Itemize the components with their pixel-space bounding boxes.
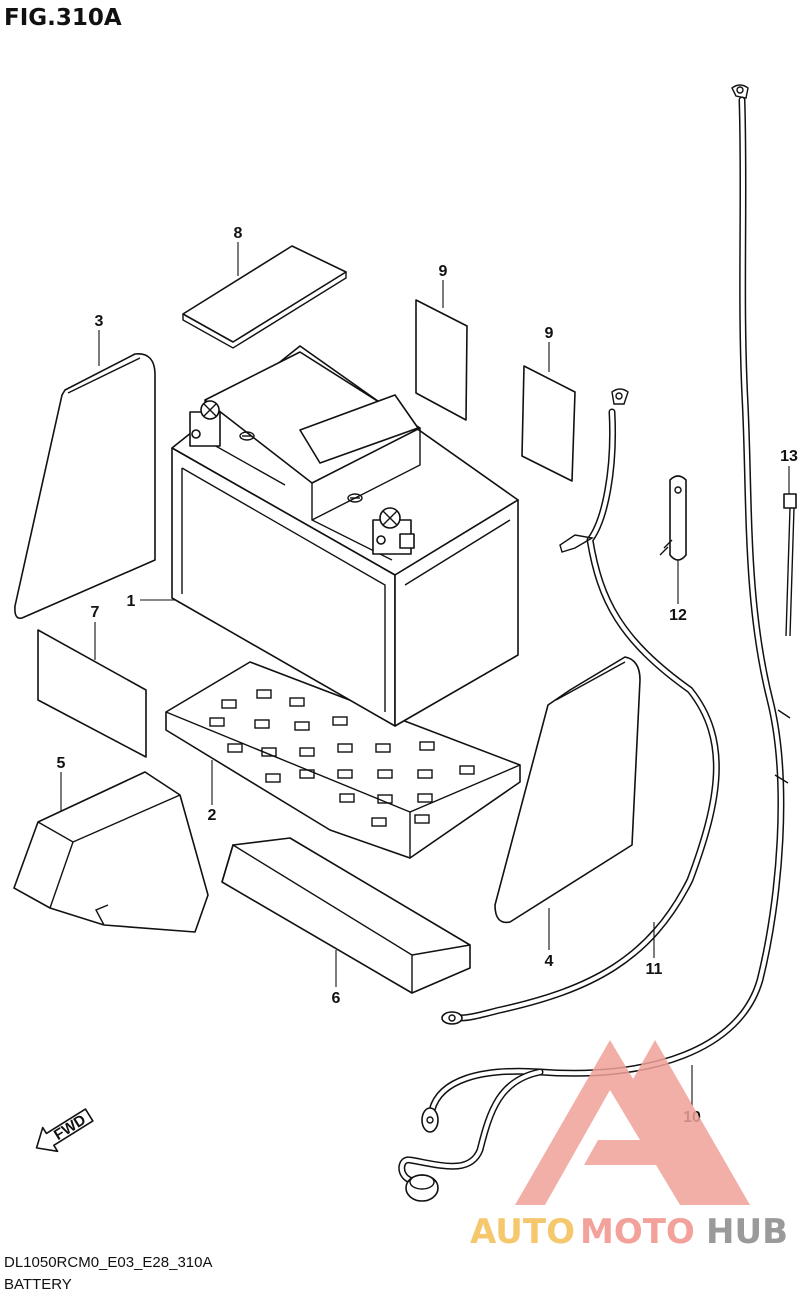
battery-terminal-left	[189, 400, 221, 447]
part-10-harness	[398, 84, 791, 1202]
callout-2: 2	[208, 807, 217, 824]
battery-terminal-right	[372, 507, 415, 555]
part-13-cable-tie	[783, 493, 797, 637]
figure-title: FIG.310A	[4, 5, 122, 31]
part-1-battery	[171, 345, 519, 727]
leader-lines	[60, 242, 790, 1106]
callout-12: 12	[669, 607, 687, 624]
part-7-sheet	[37, 629, 147, 758]
part-4-side-pad	[494, 656, 641, 924]
callout-6: 6	[332, 990, 341, 1007]
callout-8: 8	[234, 225, 243, 242]
watermark-moto: MOTO	[580, 1212, 695, 1252]
part-12-clamp	[659, 475, 687, 561]
callout-4: 4	[545, 953, 554, 970]
callout-9a: 9	[439, 263, 448, 280]
watermark-logo-icon	[515, 1040, 750, 1205]
watermark-hub: HUB	[706, 1212, 788, 1252]
callout-1: 1	[127, 593, 136, 610]
model-code: DL1050RCM0_E03_E28_310A	[4, 1254, 212, 1271]
watermark-text: AUTO MOTO HUB	[470, 1212, 788, 1252]
tray-slots	[209, 689, 475, 827]
callout-3: 3	[95, 313, 104, 330]
part-11-cable	[441, 388, 720, 1025]
part-3-side-pad	[14, 353, 156, 620]
part-6-foam-bar	[221, 837, 471, 994]
watermark-auto: AUTO	[470, 1212, 575, 1252]
part-5-foam-block	[13, 771, 209, 933]
part-2-tray	[165, 661, 521, 859]
figure-caption: BATTERY	[4, 1276, 72, 1293]
arrow-fwd-icon: FWD	[35, 1108, 94, 1153]
callout-9b: 9	[545, 325, 554, 342]
part-9-pad-left	[415, 299, 468, 421]
callout-11: 11	[646, 961, 663, 978]
callout-7: 7	[91, 604, 100, 621]
part-8-pad	[182, 245, 347, 349]
callout-5: 5	[57, 755, 66, 772]
part-9-pad-right	[521, 365, 576, 482]
callout-13: 13	[780, 448, 798, 465]
